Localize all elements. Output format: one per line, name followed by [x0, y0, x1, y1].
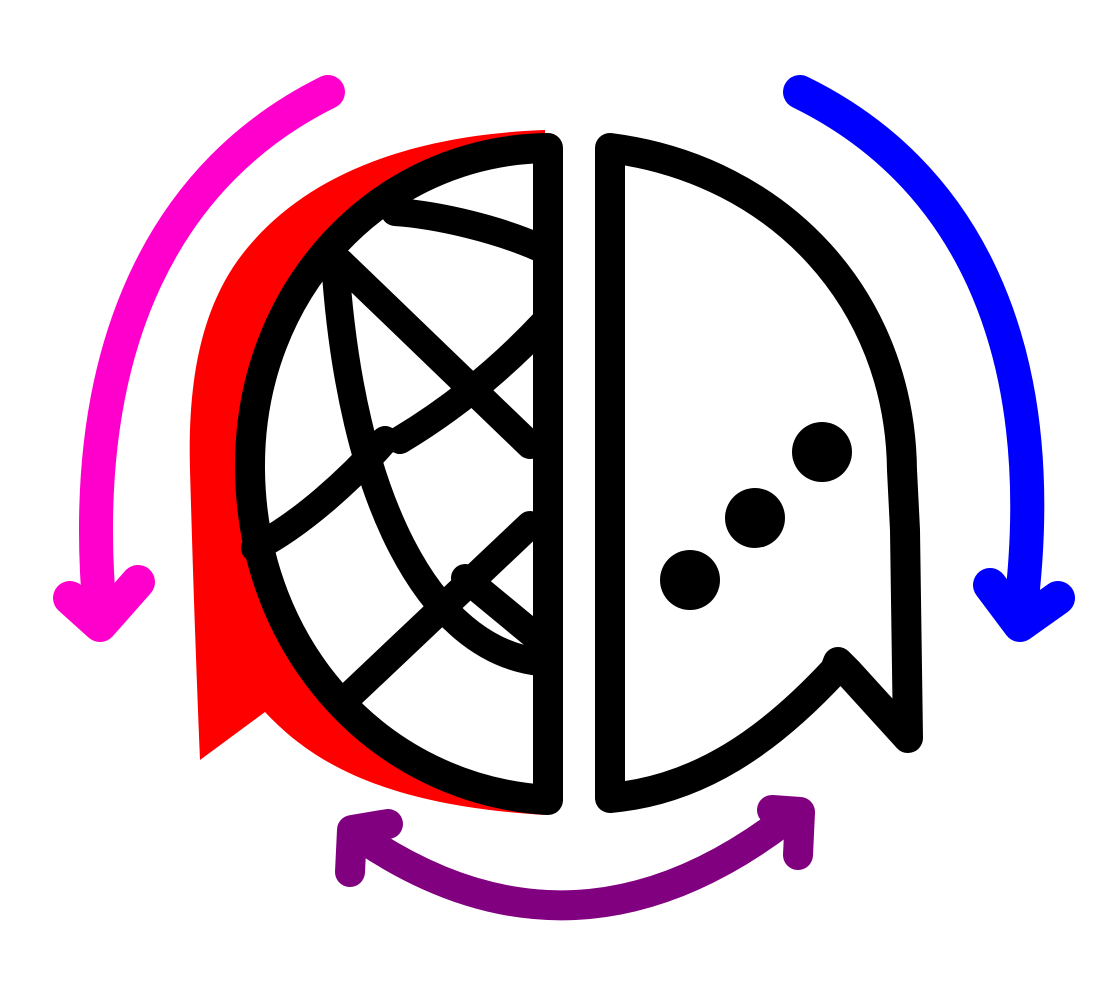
curved-arrow-right-icon [783, 75, 1075, 642]
typing-dot-1 [660, 550, 720, 610]
double-arrow-bottom-icon [335, 795, 815, 921]
typing-dot-2 [725, 488, 785, 548]
chat-bubble-half-icon [595, 133, 923, 813]
typing-dot-3 [792, 422, 852, 482]
curved-arrow-left-icon [53, 75, 345, 642]
globe-half-icon [234, 133, 563, 815]
